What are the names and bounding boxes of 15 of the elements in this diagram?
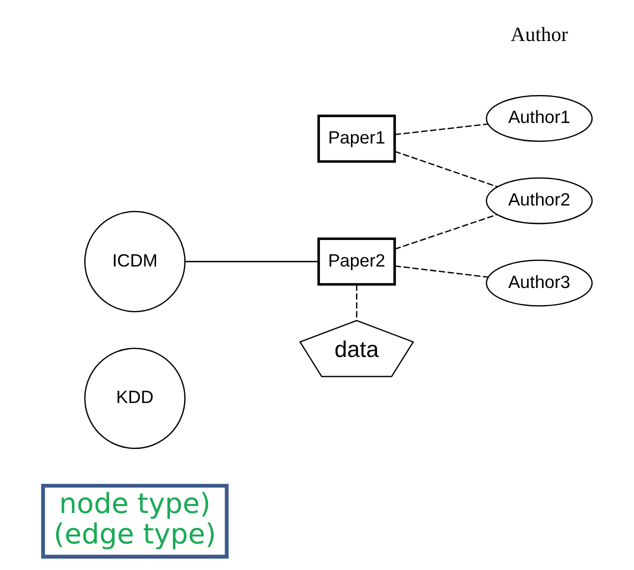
connector (394, 214, 497, 250)
node-ellipse: Author1 (485, 95, 592, 142)
node-box: node type) (edge type) (40, 484, 228, 559)
node-ellipse: Author3 (485, 260, 592, 307)
connector (184, 260, 318, 262)
node-circle: KDD (84, 348, 186, 450)
connector (394, 123, 488, 136)
node-circle: ICDM (84, 210, 186, 312)
label: Author (510, 24, 568, 46)
connector (394, 150, 498, 188)
connector (356, 284, 357, 320)
node-box: Paper2 (316, 238, 396, 286)
node-box: Paper1 (316, 114, 396, 163)
node-ellipse: Author2 (485, 177, 592, 224)
connector (394, 265, 488, 278)
